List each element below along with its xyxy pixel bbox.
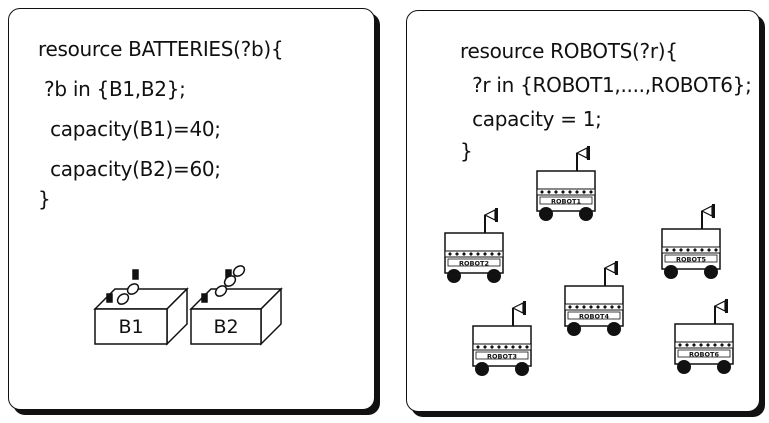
code-line-1: resource BATTERIES(?b){ (38, 37, 284, 61)
battery-b2-icon: B2 (189, 265, 283, 346)
code-line-1: resource ROBOTS(?r){ (460, 39, 678, 63)
batteries-resource-panel: resource BATTERIES(?b){ ?b in {B1,B2}; c… (8, 8, 375, 410)
code-line-2: ?b in {B1,B2}; (38, 77, 186, 101)
code-line-4: capacity(B2)=60; (38, 157, 221, 181)
robot-label: ROBOT3 (487, 353, 517, 361)
robot-label: ROBOT5 (676, 256, 706, 264)
batteries-illustration: B1 B2 (93, 265, 283, 346)
robot-label: ROBOT4 (579, 313, 609, 321)
robot-label: ROBOT2 (459, 260, 489, 268)
code-line-2: ?r in {ROBOT1,....,ROBOT6}; (460, 73, 752, 97)
robots-resource-panel: resource ROBOTS(?r){ ?r in {ROBOT1,....,… (406, 10, 760, 412)
code-line-4: } (460, 139, 473, 163)
robot-icon: ROBOT6 (674, 299, 734, 374)
robot-label: ROBOT1 (551, 198, 581, 206)
robot-icon: ROBOT4 (564, 261, 624, 336)
battery-label-b1: B1 (118, 316, 143, 338)
robot-icon: ROBOT1 (536, 146, 596, 221)
code-line-5: } (38, 187, 51, 211)
robot-icon: ROBOT3 (472, 301, 532, 376)
battery-b1-icon: B1 (93, 269, 189, 346)
robot-icon: ROBOT5 (661, 204, 721, 279)
code-line-3: capacity(B1)=40; (38, 117, 221, 141)
code-line-3: capacity = 1; (460, 107, 602, 131)
battery-label-b2: B2 (213, 316, 238, 338)
robot-icon: ROBOT2 (444, 208, 504, 283)
robot-label: ROBOT6 (689, 351, 719, 359)
